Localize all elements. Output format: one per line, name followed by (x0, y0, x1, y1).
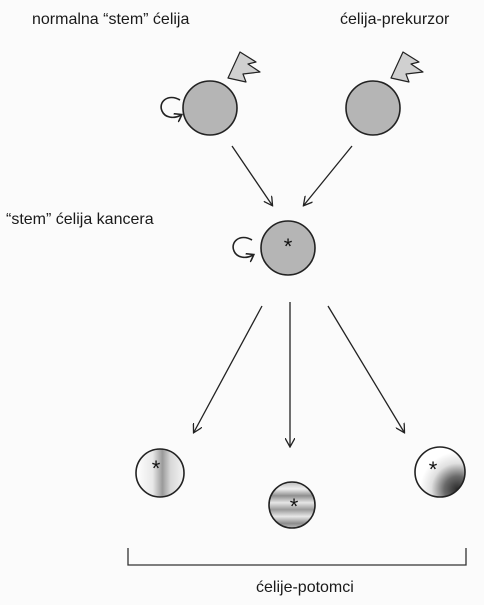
lightning-icon (227, 51, 261, 83)
daughter-cell-right: * (414, 446, 466, 498)
daughter-cell-right-body (414, 446, 466, 498)
mutation-marker: * (290, 494, 299, 519)
arrow-to-daughter-left (194, 305, 263, 432)
daughter-cells-label: ćelije-potomci (256, 579, 354, 596)
arrow-precursor-to-cancer (304, 145, 353, 205)
mutation-marker: * (152, 456, 161, 481)
daughter-cell-left: * (135, 448, 185, 498)
precursor-cell-body (345, 80, 401, 136)
arrow-to-daughter-right (327, 305, 404, 432)
daughter-cell-left-body (135, 448, 185, 498)
mutation-marker: * (429, 457, 438, 482)
self-renewal-arrow-icon (232, 236, 253, 258)
precursor-cell-label: ćelija-prekurzor (340, 11, 450, 28)
normal-stem-cell (160, 51, 261, 136)
cancer-stem-cell-body (260, 220, 316, 276)
mutation-marker: * (284, 234, 293, 259)
cancer-stem-cell: * (232, 220, 316, 276)
normal-stem-cell-body (182, 80, 238, 136)
daughter-cells-bracket (127, 548, 467, 566)
lightning-icon (390, 51, 424, 83)
daughter-cell-middle: * (268, 481, 316, 529)
normal-stem-cell-label: normalna “stem” ćelija (32, 11, 190, 28)
daughter-cell-middle-body (268, 481, 316, 529)
self-renewal-arrow-icon (160, 96, 181, 118)
precursor-cell (345, 51, 424, 136)
cancer-stem-cell-label: “stem” ćelija kancera (6, 211, 154, 228)
arrow-normal-to-cancer (231, 145, 272, 205)
